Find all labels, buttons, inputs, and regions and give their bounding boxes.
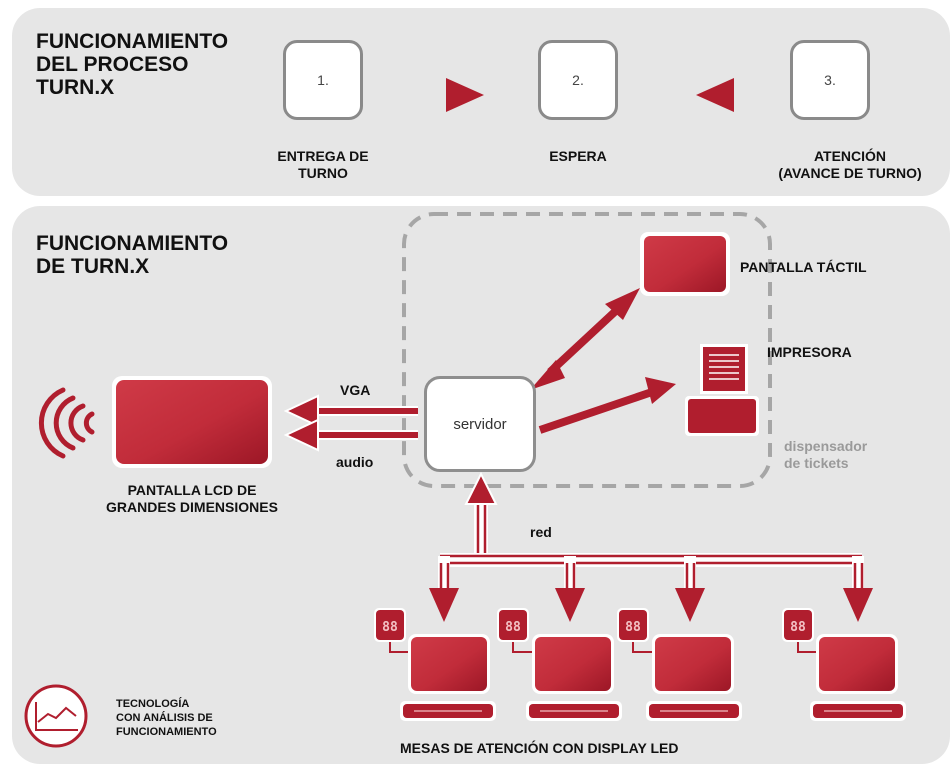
desks-label: MESAS DE ATENCIÓN CON DISPLAY LED bbox=[400, 740, 679, 756]
led-display-text: 88 bbox=[790, 620, 806, 635]
lcd-label: PANTALLA LCD DE GRANDES DIMENSIONES bbox=[106, 482, 278, 515]
desk-monitor-icon bbox=[652, 634, 734, 694]
step-2-box: 2. bbox=[538, 40, 618, 120]
desk-keyboard-icon bbox=[810, 701, 906, 721]
step-2-label: ESPERA bbox=[549, 148, 607, 164]
printer-label: IMPRESORA bbox=[767, 344, 852, 360]
tech-label: TECNOLOGÍA CON ANÁLISIS DE FUNCIONAMIENT… bbox=[116, 698, 217, 738]
vga-arrow bbox=[283, 394, 418, 428]
sound-waves-icon bbox=[38, 387, 95, 459]
audio-arrow bbox=[283, 418, 418, 452]
led-display-text: 88 bbox=[505, 620, 521, 635]
printer-icon bbox=[685, 344, 759, 436]
touchscreen-link-arrow bbox=[530, 288, 640, 390]
service-desk: 88 bbox=[374, 608, 496, 721]
desk-monitor-icon bbox=[816, 634, 898, 694]
led-display-text: 88 bbox=[625, 620, 641, 635]
desk-monitor-icon bbox=[532, 634, 614, 694]
touchscreen-label: PANTALLA TÁCTIL bbox=[740, 259, 867, 275]
led-display-icon: 88 bbox=[782, 608, 814, 642]
arrow-left-icon bbox=[696, 78, 734, 112]
service-desk: 88 bbox=[617, 608, 742, 721]
desk-keyboard-icon bbox=[646, 701, 742, 721]
touchscreen-icon bbox=[640, 232, 730, 296]
network-down-arrows bbox=[429, 588, 873, 622]
desk-monitor-icon bbox=[408, 634, 490, 694]
system-title: FUNCIONAMIENTO DE TURN.X bbox=[36, 232, 229, 278]
desk-keyboard-icon bbox=[526, 701, 622, 721]
led-display-text: 88 bbox=[382, 620, 398, 635]
dispenser-label: dispensador de tickets bbox=[784, 438, 868, 471]
service-desk: 88 bbox=[497, 608, 622, 721]
led-display-icon: 88 bbox=[374, 608, 406, 642]
arrow-right-icon bbox=[446, 78, 484, 112]
step-3-box: 3. bbox=[790, 40, 870, 120]
step-3-label: ATENCIÓN (AVANCE DE TURNO) bbox=[778, 148, 922, 181]
printer-link-arrow bbox=[538, 377, 676, 434]
process-title: FUNCIONAMIENTO DEL PROCESO TURN.X bbox=[36, 30, 229, 99]
network-lines bbox=[438, 500, 864, 590]
led-display-icon: 88 bbox=[497, 608, 529, 642]
network-label: red bbox=[530, 524, 552, 540]
vga-label: VGA bbox=[340, 382, 371, 398]
audio-label: audio bbox=[336, 454, 374, 470]
led-display-icon: 88 bbox=[617, 608, 649, 642]
lcd-screen-icon bbox=[112, 376, 272, 468]
step-1-box: 1. bbox=[283, 40, 363, 120]
service-desk: 88 bbox=[782, 608, 906, 721]
network-up-arrow bbox=[464, 471, 498, 505]
desk-keyboard-icon bbox=[400, 701, 496, 721]
step-1-label: ENTREGA DE TURNO bbox=[277, 148, 369, 181]
server-box: servidor bbox=[424, 376, 536, 472]
dispenser-region bbox=[402, 212, 772, 488]
